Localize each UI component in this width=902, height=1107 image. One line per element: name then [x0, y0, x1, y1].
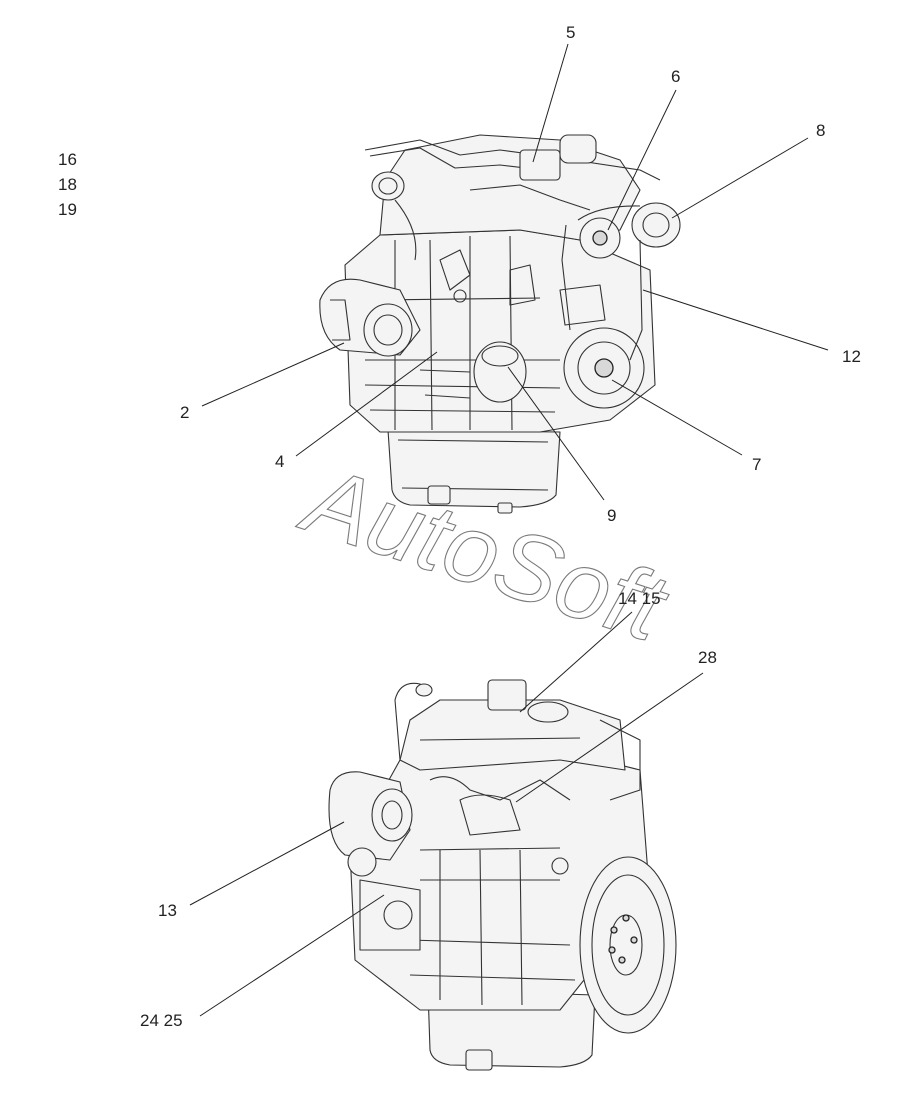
- engine-top-view: [319, 134, 681, 514]
- side-label-16: 16: [58, 150, 77, 169]
- side-label-19: 19: [58, 200, 77, 219]
- leader-28: [515, 672, 704, 803]
- side-label-list: 16 18 19: [58, 147, 77, 222]
- leader-7: [611, 379, 743, 456]
- callout-14-15: 14 15: [618, 589, 661, 608]
- callout-7: 7: [752, 455, 761, 474]
- callout-lines: [189, 43, 829, 1017]
- callout-28: 28: [698, 648, 717, 667]
- callout-24-25: 24 25: [140, 1011, 183, 1030]
- leader-8: [671, 137, 809, 219]
- leader-2: [201, 342, 345, 407]
- leader-13: [189, 821, 345, 906]
- callout-2: 2: [180, 403, 189, 422]
- callout-13: 13: [158, 901, 177, 920]
- leader-12: [642, 289, 829, 351]
- callout-6: 6: [671, 67, 680, 86]
- engine-bottom-view: [328, 679, 677, 1071]
- callout-5: 5: [566, 23, 575, 42]
- callout-12: 12: [842, 347, 861, 366]
- callout-9: 9: [607, 506, 616, 525]
- leader-5: [532, 43, 569, 163]
- leader-4: [295, 351, 438, 457]
- callout-4: 4: [275, 452, 284, 471]
- leader-6: [607, 89, 677, 231]
- callout-8: 8: [816, 121, 825, 140]
- callout-labels: 5 6 8 12 7 9 4 2 14 15 28 13 24 25: [140, 23, 861, 1030]
- leader-24-25: [199, 894, 385, 1017]
- leader-9: [507, 366, 605, 501]
- leader-14-15: [519, 611, 633, 713]
- side-label-18: 18: [58, 175, 77, 194]
